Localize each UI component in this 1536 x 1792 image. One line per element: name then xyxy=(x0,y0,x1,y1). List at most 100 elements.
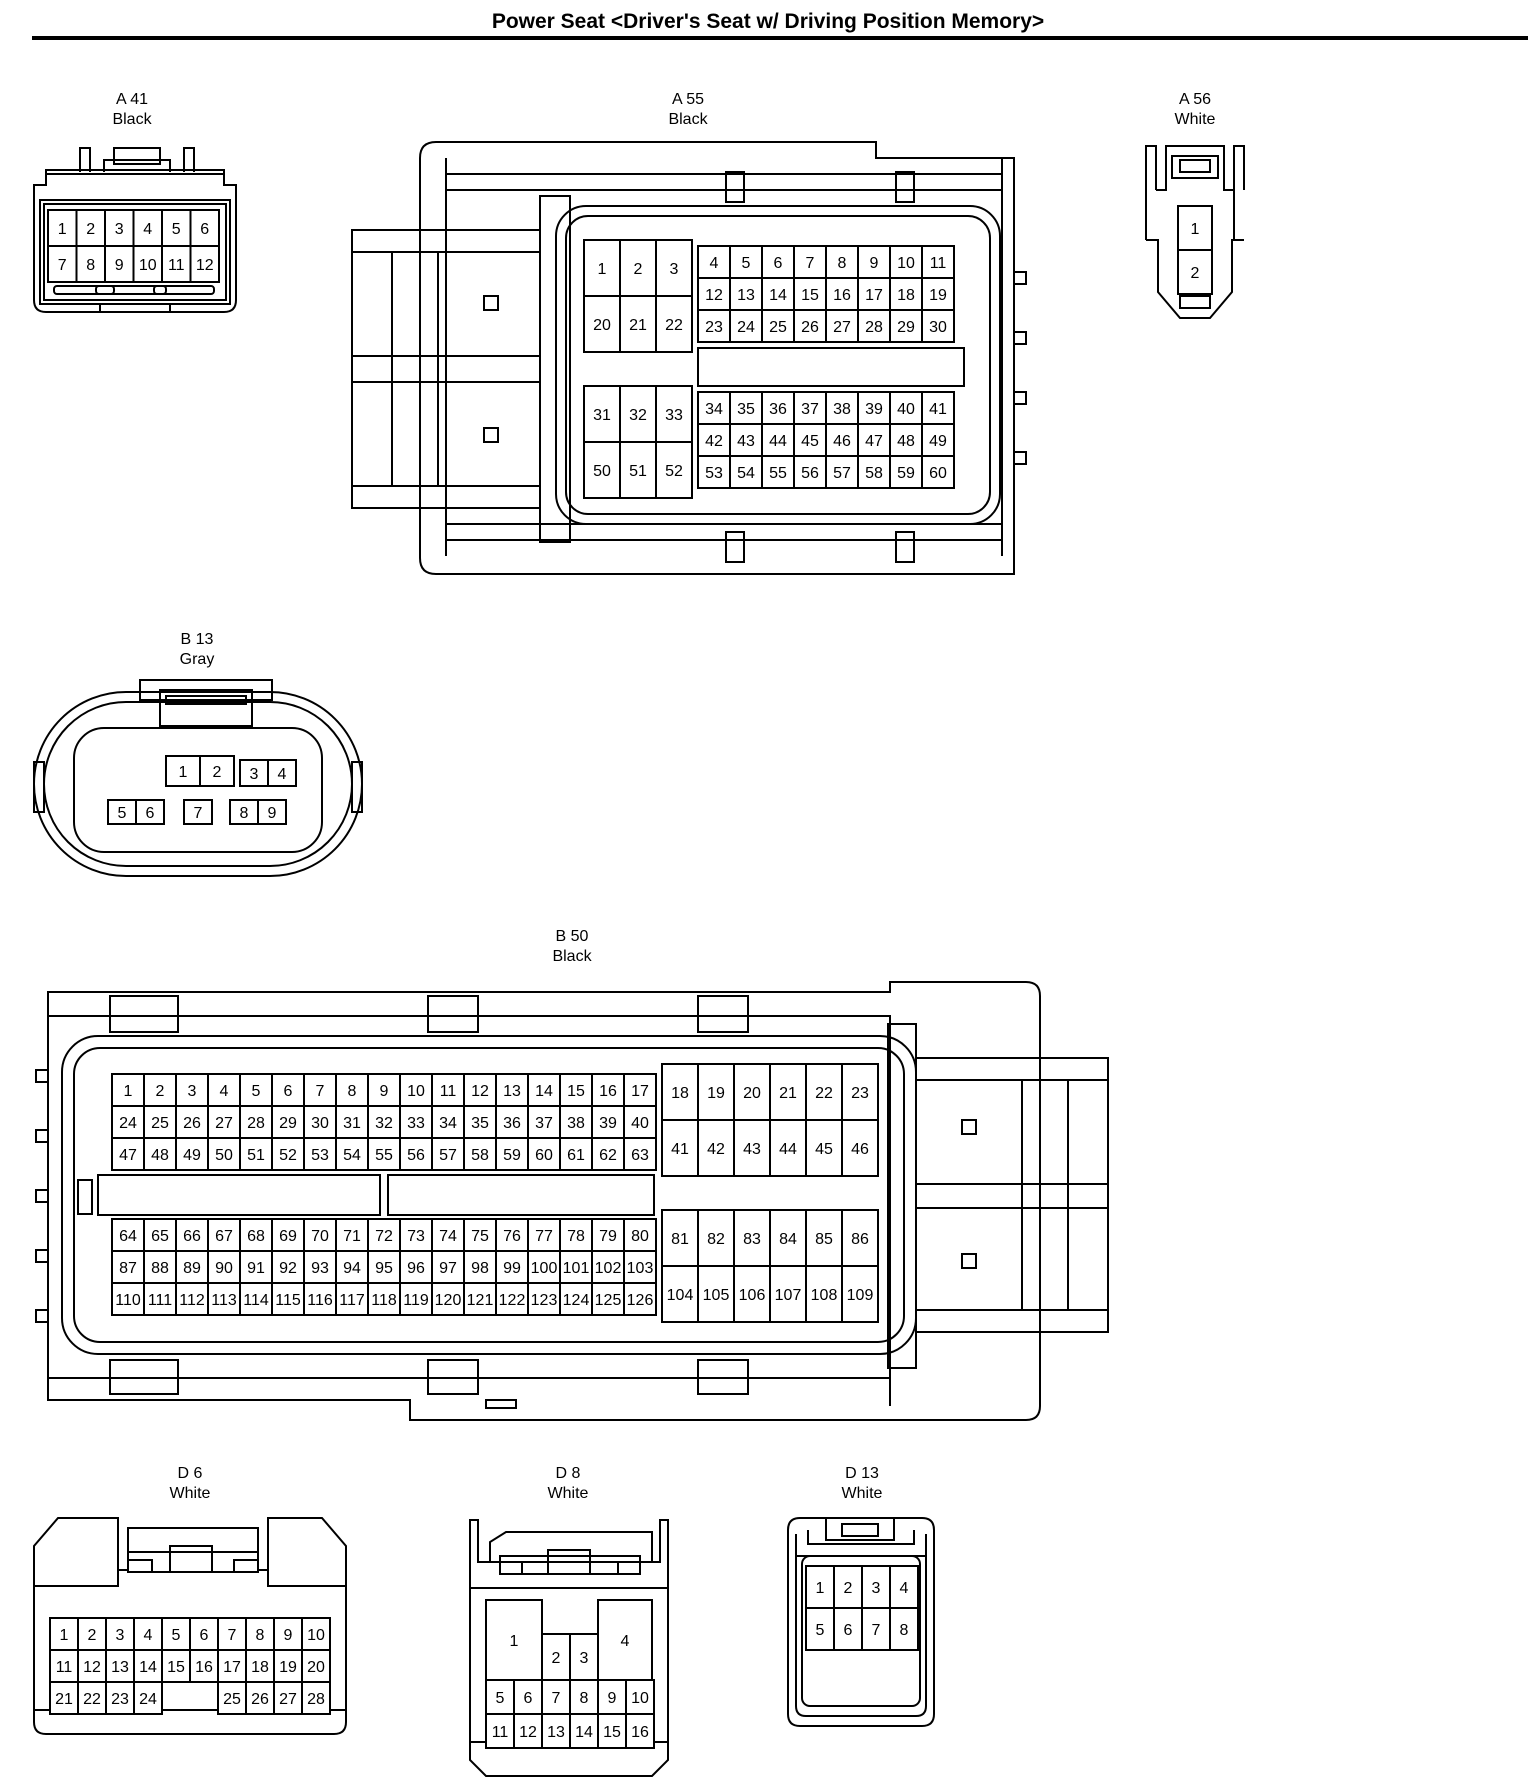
pin-cell xyxy=(541,1679,571,1715)
pin-number: 19 xyxy=(929,287,947,304)
pin-cell xyxy=(132,209,163,247)
pin-number: 46 xyxy=(833,433,851,450)
pin-number: 41 xyxy=(929,401,947,418)
pin-cell xyxy=(189,209,220,247)
pin-number: 20 xyxy=(593,317,611,334)
pin-cell xyxy=(655,441,693,499)
pin-number: 35 xyxy=(737,401,755,418)
pin-number: 3 xyxy=(188,1083,197,1100)
pin-number: 13 xyxy=(503,1083,521,1100)
pin-number: 8 xyxy=(900,1622,909,1639)
pin-cell xyxy=(597,1713,627,1749)
connector-label-d8: D 8 White xyxy=(518,1464,618,1504)
pin-number: 51 xyxy=(247,1147,265,1164)
pin-number: 16 xyxy=(631,1724,649,1741)
pin-cell xyxy=(303,1250,337,1284)
pin-number: 39 xyxy=(865,401,883,418)
pin-number: 27 xyxy=(215,1115,233,1132)
pin-number: 4 xyxy=(143,221,152,238)
pin-number: 2 xyxy=(634,261,643,278)
pin-cell xyxy=(889,455,923,489)
pin-number: 18 xyxy=(897,287,915,304)
pin-number: 1 xyxy=(816,1580,825,1597)
pin-number: 58 xyxy=(471,1147,489,1164)
pin-cell xyxy=(47,245,78,283)
pin-number: 17 xyxy=(631,1083,649,1100)
pin-cell xyxy=(527,1137,561,1171)
pin-number: 118 xyxy=(371,1292,397,1309)
pin-number: 100 xyxy=(531,1260,558,1277)
pin-cell xyxy=(485,1679,515,1715)
pin-number: 7 xyxy=(228,1627,237,1644)
pin-number: 79 xyxy=(599,1228,617,1245)
pin-number: 18 xyxy=(251,1659,269,1676)
pin-number: 42 xyxy=(705,433,723,450)
pin-number: 3 xyxy=(116,1627,125,1644)
pin-number: 2 xyxy=(86,221,95,238)
connector-color: Gray xyxy=(179,651,215,668)
pin-number: 32 xyxy=(375,1115,393,1132)
pin-number: 34 xyxy=(705,401,723,418)
pin-cell xyxy=(303,1137,337,1171)
pin-number: 10 xyxy=(307,1627,325,1644)
pin-number: 8 xyxy=(256,1627,265,1644)
pin-cell xyxy=(367,1282,401,1316)
pin-number: 73 xyxy=(407,1228,425,1245)
pin-number: 69 xyxy=(279,1228,297,1245)
pin-cell xyxy=(825,309,859,343)
pin-cell xyxy=(889,391,923,425)
pin-number: 90 xyxy=(215,1260,233,1277)
pin-number: 10 xyxy=(897,255,915,272)
pin-number: 35 xyxy=(471,1115,489,1132)
pin-number: 17 xyxy=(223,1659,241,1676)
pin-number: 29 xyxy=(279,1115,297,1132)
pin-number: 34 xyxy=(439,1115,457,1132)
pin-number: 7 xyxy=(552,1690,561,1707)
pin-number: 15 xyxy=(603,1724,621,1741)
pin-cell xyxy=(541,1713,571,1749)
pin-cell xyxy=(761,455,795,489)
connector-label-a56: A 56 White xyxy=(1145,90,1245,130)
connector-label-b50: B 50 Black xyxy=(522,927,622,967)
pin-cell xyxy=(239,1137,273,1171)
pin-number: 49 xyxy=(183,1147,201,1164)
pin-number: 94 xyxy=(343,1260,361,1277)
pin-number: 9 xyxy=(115,257,124,274)
pin-number: 97 xyxy=(439,1260,457,1277)
pin-number: 13 xyxy=(111,1659,129,1676)
pin-cell xyxy=(239,759,269,787)
pin-cell xyxy=(495,1137,529,1171)
pin-number: 25 xyxy=(151,1115,169,1132)
pin-cell xyxy=(697,1119,735,1177)
pin-number: 8 xyxy=(86,257,95,274)
pin-number: 5 xyxy=(816,1622,825,1639)
pin-number: 54 xyxy=(343,1147,361,1164)
pin-number: 13 xyxy=(737,287,755,304)
pin-number: 66 xyxy=(183,1228,201,1245)
pin-cell xyxy=(77,1681,107,1715)
pin-number: 5 xyxy=(742,255,751,272)
connector-color: White xyxy=(169,1485,211,1502)
pin-cell xyxy=(301,1681,331,1715)
pin-number: 7 xyxy=(58,257,67,274)
pin-cell xyxy=(271,1282,305,1316)
pin-number: 28 xyxy=(865,319,883,336)
pin-number: 86 xyxy=(851,1231,869,1248)
pin-number: 28 xyxy=(247,1115,265,1132)
pin-number: 29 xyxy=(897,319,915,336)
pin-number: 71 xyxy=(343,1228,361,1245)
connector-color: White xyxy=(841,1485,883,1502)
pin-cell xyxy=(495,1105,529,1139)
pin-number: 3 xyxy=(670,261,679,278)
pin-number: 123 xyxy=(531,1292,558,1309)
pin-cell xyxy=(623,1250,657,1284)
pin-number: 5 xyxy=(172,221,181,238)
pin-number: 15 xyxy=(167,1659,185,1676)
pin-number: 56 xyxy=(407,1147,425,1164)
connector-id: A 41 xyxy=(115,91,149,108)
pin-number: 51 xyxy=(629,463,647,480)
pin-cell xyxy=(1177,205,1213,251)
pin-cell xyxy=(111,1218,145,1252)
pin-number: 40 xyxy=(897,401,915,418)
connector-color: Black xyxy=(668,111,708,128)
